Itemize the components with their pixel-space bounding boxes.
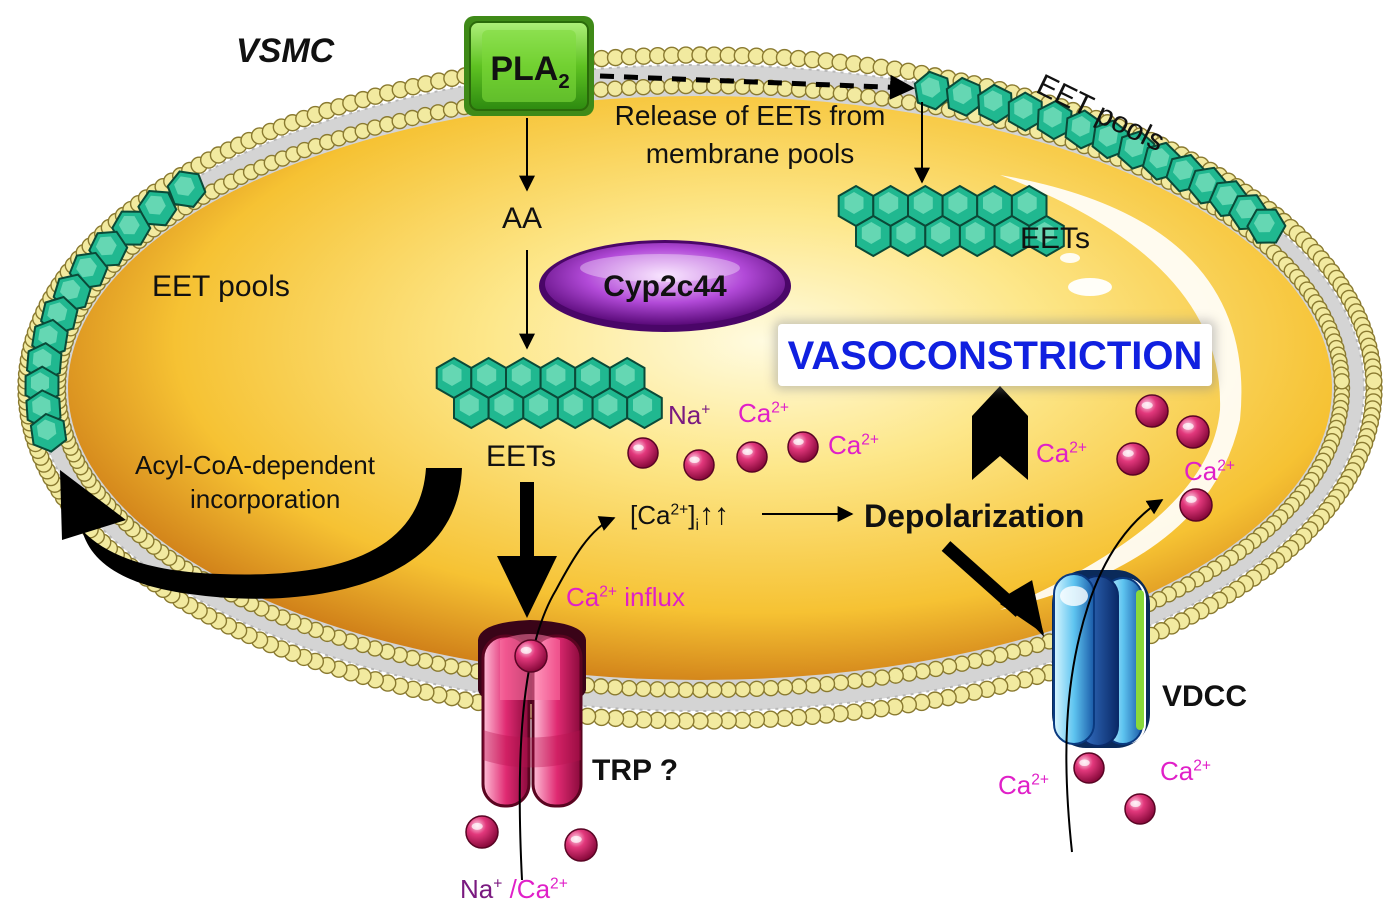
intracellular-ca-label: [Ca2+]i↑↑: [630, 498, 729, 535]
aa-label: AA: [502, 202, 543, 235]
release-arrow: [599, 73, 915, 100]
eets-to-trp-arrow: [497, 482, 557, 618]
eets-right-label: EETs: [1020, 222, 1091, 255]
eet-cluster-right: [837, 184, 1065, 258]
vdcc-label: VDCC: [1162, 680, 1248, 713]
ca-label: Ca2+: [1036, 438, 1088, 468]
ca-label: Ca2+: [1184, 456, 1236, 486]
vdcc-channel: [1052, 570, 1150, 748]
ca-label: Ca2+: [738, 398, 790, 428]
eet-pool-left-membrane: [24, 170, 207, 453]
cyp2c44-label: Cyp2c44: [603, 270, 727, 303]
eet-pools-left-label: EET pools: [152, 270, 290, 303]
cyp2c44-enzyme: [539, 240, 791, 332]
acyl-coa-arrow: [60, 468, 462, 599]
na-ca-bottom-label: Na+ /Ca2+: [460, 874, 568, 904]
trp-influx-arrow: [518, 516, 616, 881]
depolarization-to-vdcc-arrow: [941, 541, 1045, 638]
ion-particles: [465, 394, 1213, 862]
acyl-coa-label-line2: incorporation: [190, 484, 341, 514]
vasoconstriction-box: VASOCONSTRICTION: [778, 324, 1212, 386]
cell-label: VSMC: [236, 32, 335, 70]
depolarization-label: Depolarization: [864, 498, 1085, 534]
eet-pools-right-label: EET pools: [1031, 68, 1170, 159]
release-label-line1: Release of EETs from: [614, 100, 886, 131]
pla2-label: PLA2: [490, 50, 570, 93]
trp-label: TRP ?: [592, 754, 679, 787]
lipid-head: [1365, 372, 1383, 390]
vdcc-influx-arrow: [1065, 499, 1164, 853]
eet-cluster-center: [435, 356, 663, 430]
ca-label: Ca2+: [1160, 756, 1212, 786]
eet-pool-right-membrane: [913, 70, 1287, 244]
eets-center-label: EETs: [486, 440, 557, 473]
lipid-head: [1333, 373, 1351, 390]
ca-label: Ca2+: [998, 770, 1050, 800]
ca-influx-label: Ca2+ influx: [566, 582, 685, 612]
na-label: Na+: [668, 400, 711, 430]
release-label-line2: membrane pools: [645, 138, 855, 169]
vasoconstriction-arrow: [972, 386, 1028, 480]
ca-label: Ca2+: [828, 430, 880, 460]
vasoconstriction-label: VASOCONSTRICTION: [787, 334, 1203, 378]
acyl-coa-label-line1: Acyl-CoA-dependent: [135, 450, 375, 480]
pla2-enzyme: [464, 16, 594, 116]
